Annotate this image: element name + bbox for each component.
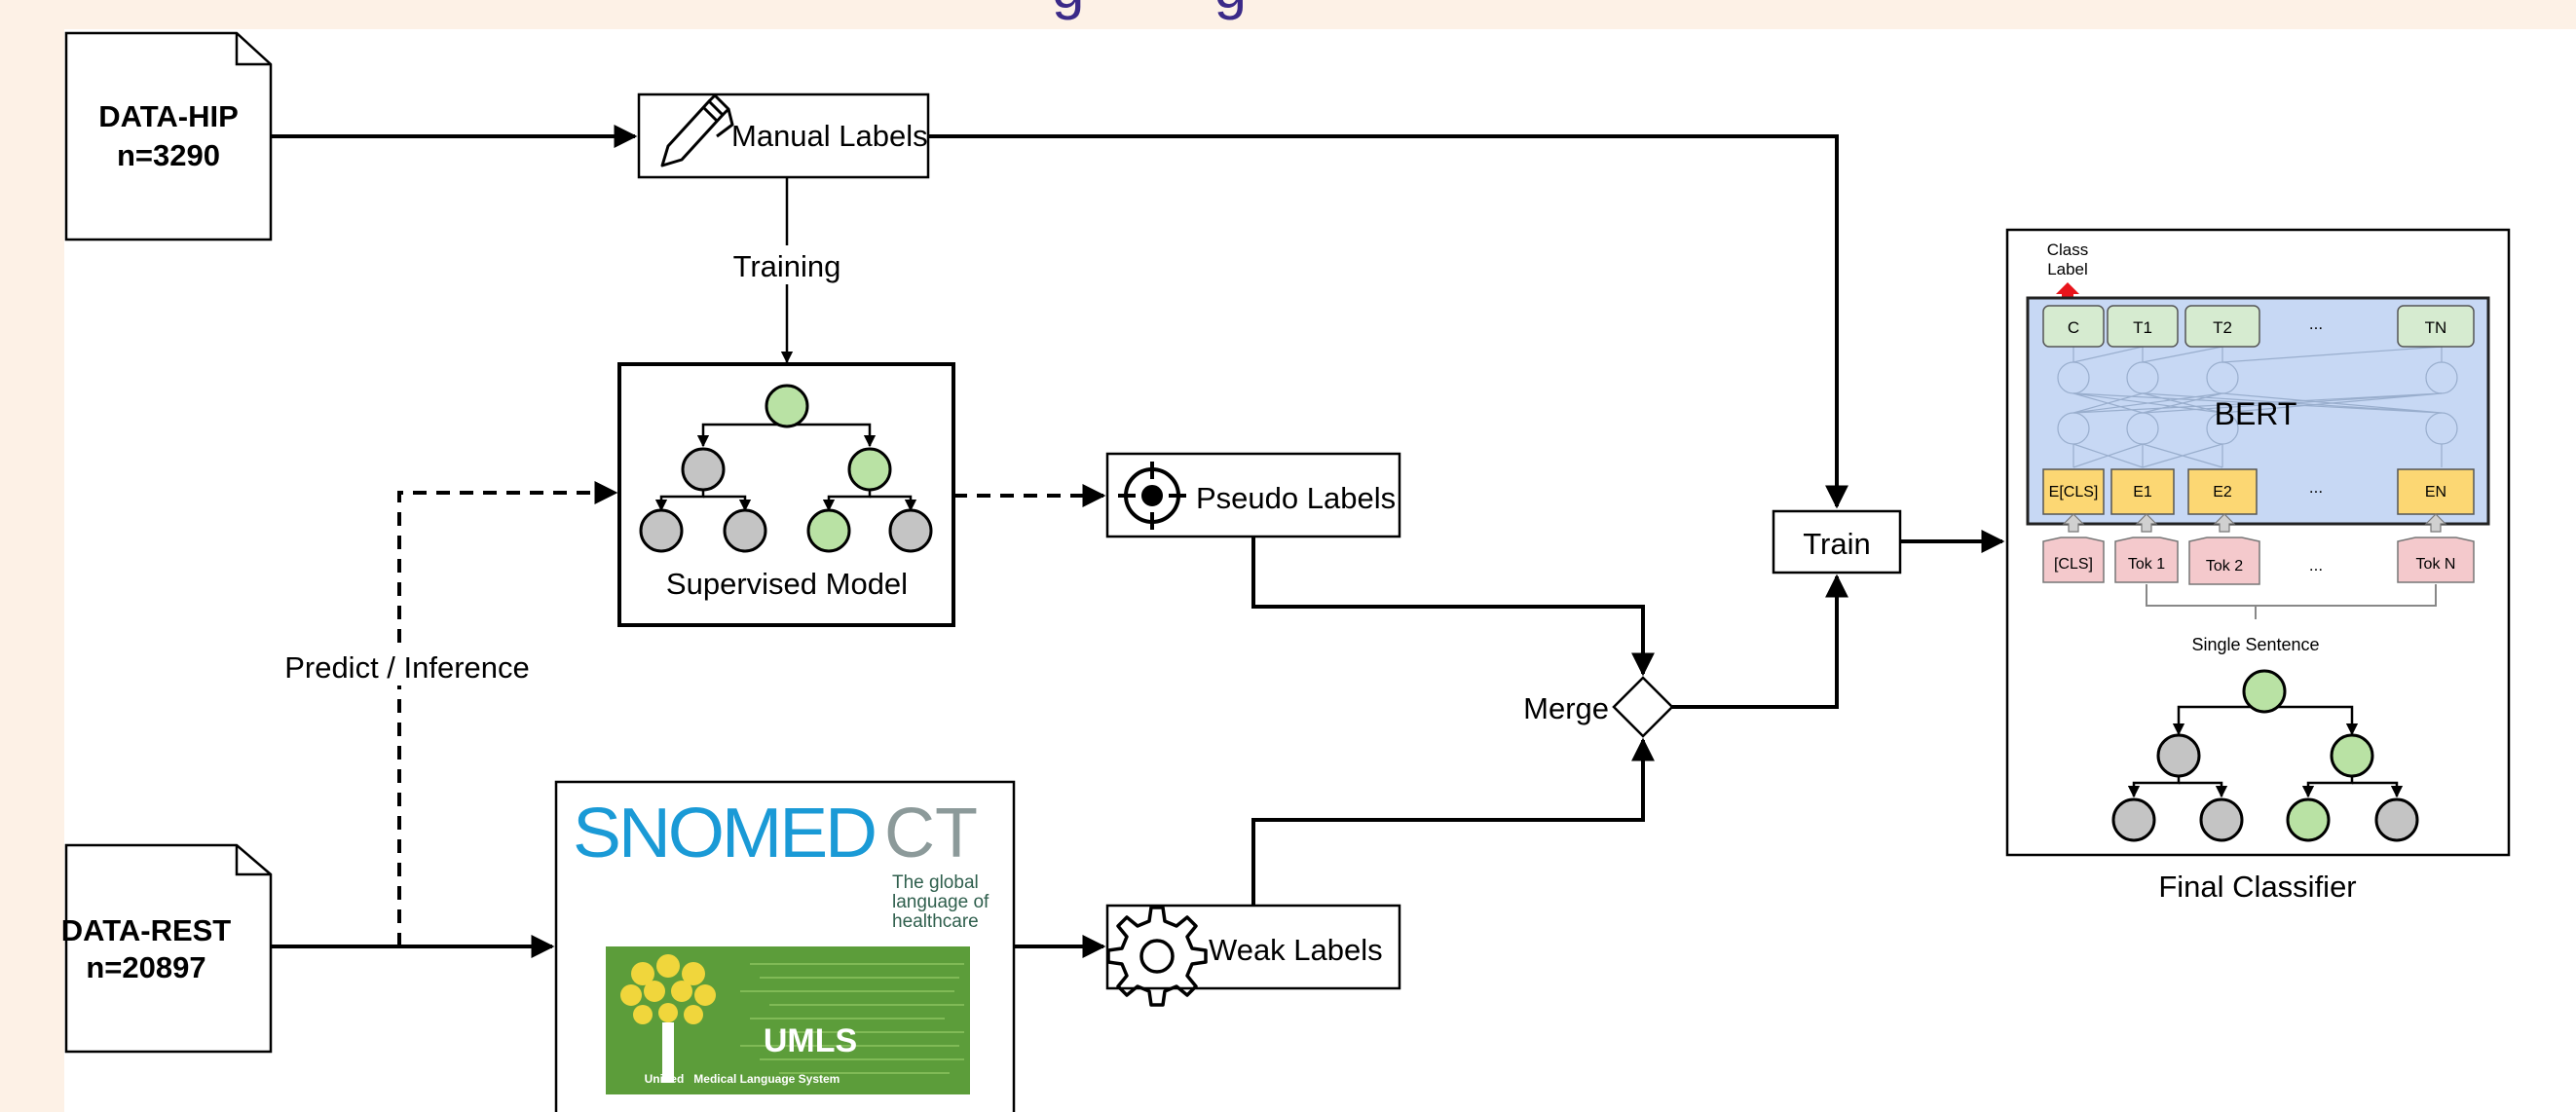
manual-labels-label: Manual Labels [731, 119, 928, 153]
data-rest-name: DATA-REST [61, 913, 232, 947]
tree-node-right [849, 449, 890, 490]
tree-leaf [808, 510, 849, 551]
svg-text:Tok N: Tok N [2416, 556, 2456, 573]
merge-label: Merge [1523, 691, 1609, 725]
data-hip-count: n=3290 [117, 138, 220, 172]
input-token: Tok N [2398, 537, 2474, 582]
final-classifier-box[interactable]: Class Label BERT C T1 [2007, 230, 2509, 855]
svg-text:E1: E1 [2133, 484, 2152, 500]
tree-leaf [641, 510, 682, 551]
single-sentence-label: Single Sentence [2191, 635, 2319, 654]
tree-node-root [766, 386, 807, 426]
tree-leaf [725, 510, 765, 551]
snomed-ct-suffix: CT [884, 795, 978, 872]
svg-text:C: C [2068, 318, 2079, 337]
data-rest-count: n=20897 [86, 950, 205, 984]
bert-panel: BERT C T1 T2 ... TN E[CLS] [2028, 298, 2488, 524]
output-token: C [2043, 306, 2104, 347]
embedding-ellipsis: ... [2309, 478, 2323, 497]
classifier-node-left [2158, 735, 2199, 776]
input-token: Tok 2 [2189, 537, 2259, 584]
training-edge-label: Training [733, 249, 841, 283]
predict-edge-label: Predict / Inference [284, 650, 530, 685]
page-title-fragment: g g [1052, 0, 1247, 20]
pseudo-labels-label: Pseudo Labels [1196, 481, 1396, 515]
classifier-node-root [2244, 671, 2285, 712]
svg-text:EN: EN [2425, 484, 2446, 500]
knowledge-sources-box[interactable]: SNOMED CT The global language of healthc… [556, 782, 1014, 1112]
svg-text:E2: E2 [2213, 484, 2232, 500]
tree-leaf [890, 510, 931, 551]
weak-labels-label: Weak Labels [1209, 933, 1383, 967]
class-label-line2: Label [2047, 260, 2088, 278]
output-ellipsis: ... [2309, 315, 2323, 333]
input-token: Tok 1 [2115, 537, 2178, 582]
train-box[interactable]: Train [1773, 511, 1900, 573]
data-rest-document[interactable]: DATA-REST n=20897 [61, 845, 271, 1052]
umls-logo: UMLS Unified Medical Language System [606, 946, 970, 1094]
embedding-token: E2 [2188, 469, 2257, 514]
manual-labels-box[interactable]: Manual Labels [639, 94, 928, 177]
snomed-tagline-1: The global [892, 872, 979, 893]
supervised-model-box[interactable]: Supervised Model [619, 364, 953, 625]
tree-node-left [683, 449, 724, 490]
svg-text:[CLS]: [CLS] [2054, 556, 2093, 573]
snomed-tagline-2: language of [892, 892, 989, 912]
snomed-tagline-3: healthcare [892, 911, 979, 932]
supervised-model-label: Supervised Model [666, 567, 908, 601]
svg-text:E[CLS]: E[CLS] [2049, 484, 2099, 500]
train-label: Train [1803, 527, 1870, 561]
embedding-token: EN [2398, 469, 2474, 514]
embedding-token: E[CLS] [2043, 469, 2104, 514]
classifier-leaf [2201, 799, 2242, 840]
svg-text:T1: T1 [2133, 318, 2152, 337]
data-hip-document[interactable]: DATA-HIP n=3290 [66, 33, 271, 240]
output-token: T2 [2185, 306, 2259, 347]
umls-full-name: Unified Medical Language System [645, 1072, 840, 1086]
bert-model-name: BERT [2215, 396, 2297, 431]
data-hip-name: DATA-HIP [98, 99, 239, 133]
output-token: T1 [2108, 306, 2178, 347]
input-ellipsis: ... [2309, 556, 2323, 575]
classifier-node-right [2332, 735, 2372, 776]
svg-text:T2: T2 [2213, 318, 2232, 337]
pseudo-labels-box[interactable]: Pseudo Labels [1107, 454, 1400, 537]
final-classifier-label: Final Classifier [2158, 870, 2356, 904]
class-label-line1: Class [2047, 241, 2089, 259]
classifier-leaf [2288, 799, 2329, 840]
svg-text:TN: TN [2425, 318, 2447, 337]
output-token: TN [2398, 306, 2474, 347]
snomed-ct-wordmark: SNOMED [573, 795, 875, 872]
svg-text:Tok 2: Tok 2 [2206, 558, 2243, 575]
svg-text:Tok 1: Tok 1 [2128, 556, 2165, 573]
input-token: [CLS] [2043, 537, 2104, 582]
umls-title: UMLS [764, 1022, 857, 1059]
classifier-leaf [2113, 799, 2154, 840]
embedding-token: E1 [2111, 469, 2174, 514]
classifier-leaf [2376, 799, 2417, 840]
